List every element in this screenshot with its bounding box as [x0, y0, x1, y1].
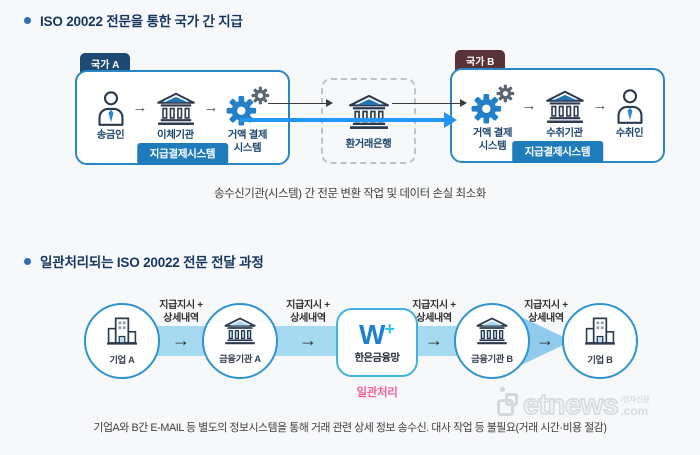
edge-label-line2: 상세내역: [528, 313, 564, 324]
arrow-right-icon: →: [172, 330, 190, 350]
gears-icon: [471, 84, 515, 124]
bullet-icon: [24, 16, 31, 24]
node-label-transfer-institution: 이체기관: [157, 130, 194, 141]
edge-label-line1: 지급지시 +: [412, 300, 456, 311]
arrow-correspondent-to-b: [392, 99, 467, 107]
logo-plus: +: [384, 319, 395, 340]
arrow-right-icon: →: [536, 330, 554, 350]
bank-icon: [347, 90, 391, 130]
node-label-recipient: 수취인: [615, 128, 644, 139]
section2-title-row: 일관처리되는 ISO 20022 전문 전달 과정: [24, 251, 264, 271]
flow-node-label: 기업 A: [109, 355, 135, 365]
iso20022-direct-arrow: [240, 112, 457, 128]
section1-title: ISO 20022 전문을 통한 국가 간 지급: [40, 14, 243, 29]
edge-label-line1: 지급지시 +: [286, 300, 330, 311]
bank-icon: [544, 84, 586, 124]
section2-title: 일관처리되는 ISO 20022 전문 전달 과정: [40, 255, 264, 270]
etnews-logo-icon: [497, 387, 521, 417]
node-settlement-system-a: 거액 결제 시스템: [226, 86, 270, 156]
section1-title-row: ISO 20022 전문을 통한 국가 간 지급: [24, 10, 243, 30]
arrowhead-icon: [460, 99, 467, 107]
label-line2: 시스템: [233, 142, 262, 154]
edge-label-2: 지급지시 + 상세내역: [268, 299, 348, 325]
label-line1: 거액 결제: [227, 130, 268, 141]
etnews-subtitle: /전자신문: [620, 395, 651, 404]
node-label-settlement-system-b: 거액 결제 시스템: [472, 128, 513, 154]
arrow-a-to-correspondent: [268, 99, 333, 107]
etnews-watermark: etnews /전자신문 .com: [497, 387, 650, 422]
edge-label-1: 지급지시 + 상세내역: [141, 299, 221, 325]
building-icon: [583, 316, 617, 351]
edge-label-line2: 상세내역: [416, 313, 452, 324]
country-b-tab: 국가 B: [455, 50, 506, 72]
flow-node-label: 금융기관 A: [219, 354, 261, 364]
bok-wire-hub: W+ 한은금융망: [336, 308, 418, 377]
correspondent-bank-label: 환거래은행: [345, 139, 392, 151]
flow-node-label: 금융기관 B: [471, 354, 513, 364]
bank-icon: [475, 317, 509, 350]
arrow-right-icon: →: [592, 97, 608, 114]
etnews-domain: .com: [620, 404, 649, 418]
payment-system-badge-a: 지급결제시스템: [136, 143, 229, 165]
edge-label-line2: 상세내역: [290, 313, 326, 324]
node-label-settlement-system-a: 거액 결제 시스템: [227, 130, 268, 156]
section1-caption: 송수신기관(시스템) 간 전문 변환 작업 및 데이터 손실 최소화: [214, 188, 486, 200]
bullet-icon: [24, 257, 31, 265]
node-transfer-institution: 이체기관: [155, 86, 197, 143]
arrowhead-icon: [326, 99, 333, 107]
etnews-logo-text: etnews: [522, 389, 619, 422]
person-icon: [96, 86, 126, 126]
country-b-box: 거액 결제 시스템 → 수취기관 →: [450, 68, 665, 163]
etnews-logo-suffix: /전자신문 .com: [620, 394, 650, 417]
arrowhead-icon: [444, 112, 457, 128]
payment-system-badge-b: 지급결제시스템: [511, 141, 604, 163]
edge-label-3: 지급지시 + 상세내역: [394, 299, 474, 325]
node-settlement-system-b: 거액 결제 시스템: [471, 84, 515, 154]
node-sender: 송금인: [96, 86, 126, 143]
flow-node-company-a: 기업 A: [84, 303, 160, 379]
hub-label: 한은금융망: [354, 352, 400, 364]
person-icon: [615, 84, 645, 124]
flow-node-bank-b: 금융기관 B: [454, 303, 530, 379]
hub-note: 일관처리: [356, 387, 398, 399]
bank-icon: [155, 86, 197, 126]
edge-label-line1: 지급지시 +: [159, 300, 203, 311]
flow-node-company-b: 기업 B: [562, 303, 638, 379]
arrow-right-icon: →: [203, 99, 219, 116]
gears-icon: [226, 86, 270, 126]
country-a-box: 송금인 → 이체기관 →: [75, 70, 290, 165]
node-label-receiving-institution: 수취기관: [546, 128, 583, 139]
arrow-right-icon: →: [132, 99, 148, 116]
node-label-sender: 송금인: [96, 130, 125, 141]
flow-band: [122, 326, 518, 356]
edge-label-line1: 지급지시 +: [524, 300, 568, 311]
bok-wire-plus-logo: W+: [359, 319, 395, 351]
arrow-right-icon: →: [521, 97, 537, 114]
label-line1: 거액 결제: [472, 128, 513, 139]
node-receiving-institution: 수취기관: [544, 84, 586, 141]
edge-label-4: 지급지시 + 상세내역: [506, 299, 586, 325]
section2-caption: 기업A와 B간 E-MAIL 등 별도의 정보시스템을 통해 거래 관련 상세 …: [93, 422, 607, 434]
arrow-right-icon: →: [425, 330, 443, 350]
edge-label-line2: 상세내역: [163, 313, 199, 324]
flow-node-label: 기업 B: [587, 355, 613, 365]
bank-icon: [223, 317, 257, 350]
arrow-right-icon: →: [299, 330, 317, 350]
node-recipient: 수취인: [615, 84, 645, 141]
building-icon: [105, 316, 139, 351]
logo-w: W: [359, 319, 386, 351]
label-line2: 시스템: [478, 140, 507, 152]
flow-node-bank-a: 금융기관 A: [202, 303, 278, 379]
country-a-tab: 국가 A: [80, 53, 131, 75]
